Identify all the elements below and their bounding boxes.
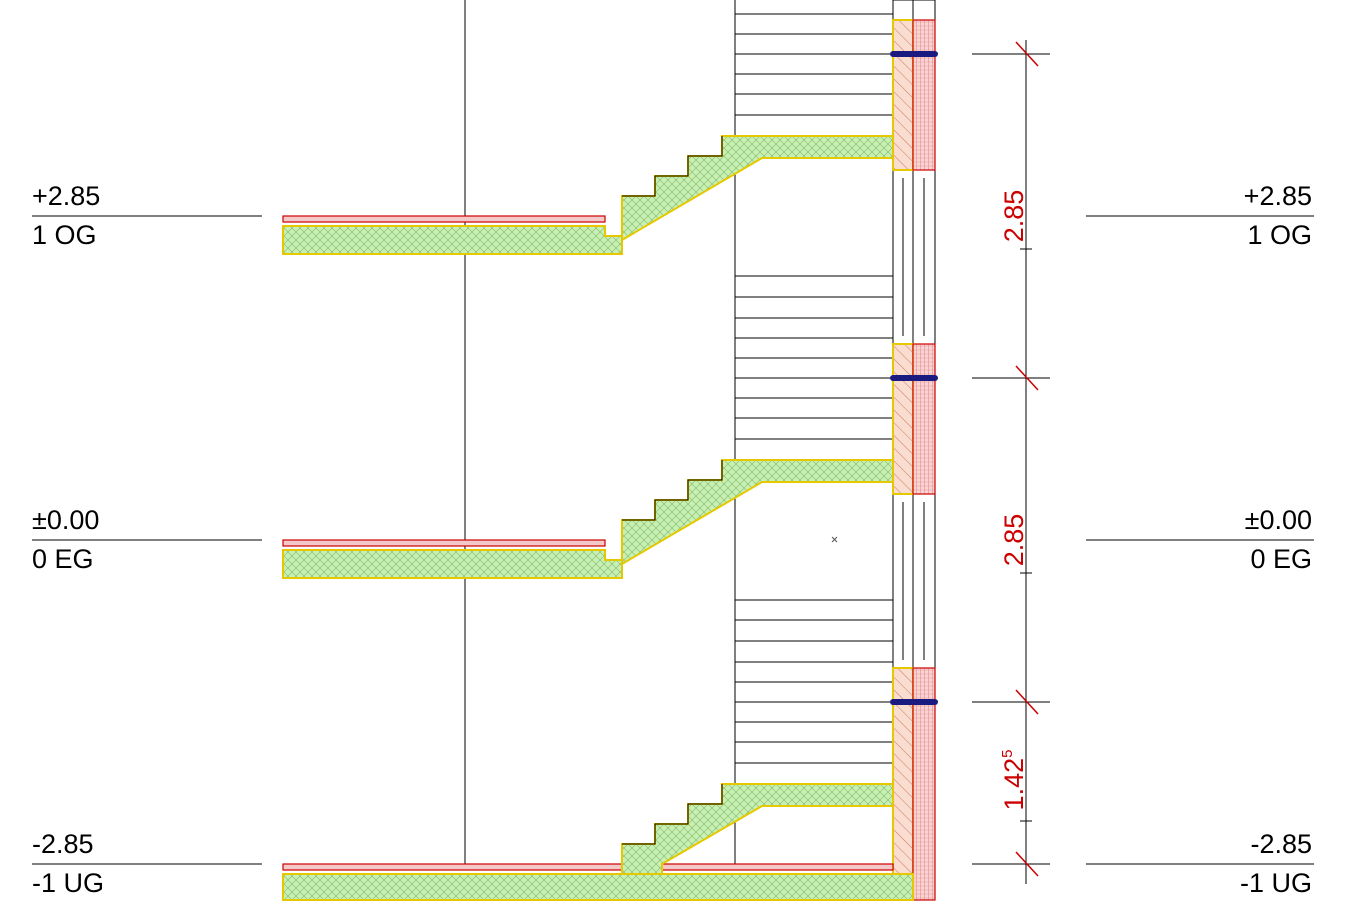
- level-lines: [32, 215, 1314, 865]
- level-elevation-ug-left: -2.85: [32, 829, 94, 859]
- slab-minus1ug: [282, 783, 914, 901]
- level-elevation-ug-right: -2.85: [1250, 829, 1312, 859]
- dimension-crosses: [1020, 243, 1032, 827]
- level-elevation-0eg-right: ±0.00: [1245, 505, 1312, 535]
- dimension-middle: 2.85: [999, 514, 1029, 567]
- level-name-1og-left: 1 OG: [32, 220, 97, 250]
- level-name-0eg-left: 0 EG: [32, 544, 94, 574]
- level-name-ug-left: -1 UG: [32, 868, 104, 898]
- dimension-chain: [972, 40, 1050, 884]
- slab-0eg: [282, 459, 894, 579]
- beam-bands: [890, 51, 938, 705]
- level-name-ug-right: -1 UG: [1240, 868, 1312, 898]
- exterior-wall: [892, 19, 936, 901]
- dimension-upper: 2.85: [999, 190, 1029, 243]
- stair-treads-middle: [735, 275, 893, 440]
- stair-treads-upper: [735, 13, 893, 116]
- level-elevation-1og-left: +2.85: [32, 181, 100, 211]
- slab-1og: [282, 135, 894, 255]
- level-name-0eg-right: 0 EG: [1250, 544, 1312, 574]
- dimension-lower: 1.425: [999, 750, 1029, 811]
- stair-treads-lower: [735, 599, 893, 764]
- level-elevation-1og-right: +2.85: [1244, 181, 1312, 211]
- level-elevation-0eg-left: ±0.00: [32, 505, 99, 535]
- reference-marker: [831, 536, 838, 543]
- dimension-ticks: [1015, 41, 1039, 877]
- level-name-1og-right: 1 OG: [1247, 220, 1312, 250]
